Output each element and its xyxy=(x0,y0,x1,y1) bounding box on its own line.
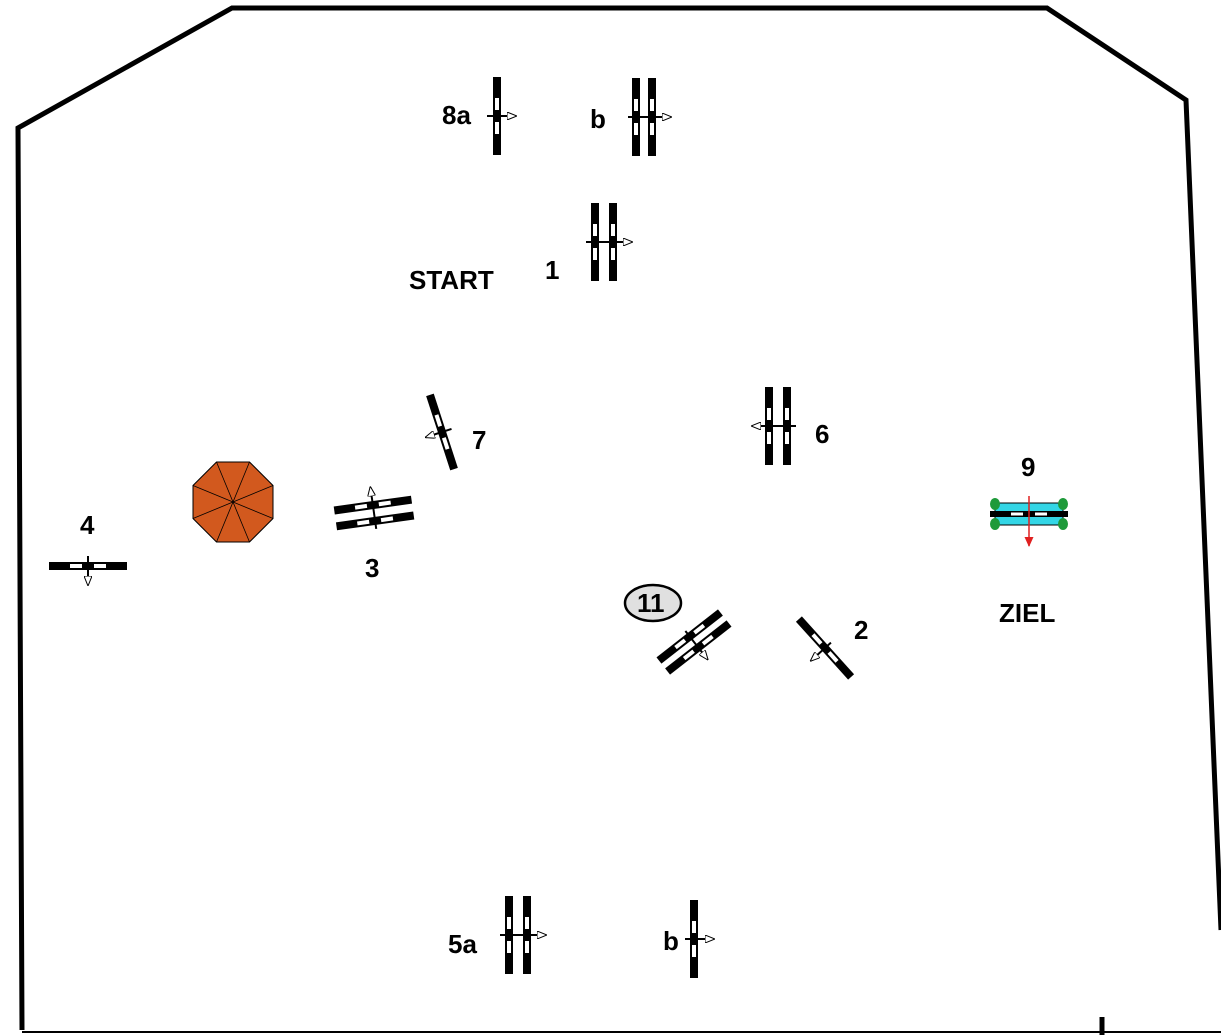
obstacle-3 xyxy=(333,482,415,531)
obstacle-8b-label: b xyxy=(590,104,606,134)
obstacle-7 xyxy=(414,393,458,471)
obstacle-5b-label: b xyxy=(663,926,679,956)
obstacle-4 xyxy=(49,556,127,585)
obstacle-5a xyxy=(500,896,546,974)
obstacle-6 xyxy=(752,387,796,465)
obstacle-11-badge: 11 xyxy=(623,583,683,623)
finish-label: ZIEL xyxy=(999,598,1055,628)
start-label: START xyxy=(409,265,494,295)
obstacle-6-label: 6 xyxy=(815,419,829,449)
obstacle-1-label: 1 xyxy=(545,255,559,285)
octagon-tree-icon xyxy=(192,461,274,543)
obstacle-3-label: 3 xyxy=(365,553,379,583)
obstacle-8b xyxy=(628,78,671,156)
obstacle-5a-label: 5a xyxy=(448,929,477,959)
obstacle-9-label: 9 xyxy=(1021,452,1035,482)
water-jump-icon xyxy=(990,496,1068,547)
obstacle-11 xyxy=(656,609,732,675)
obstacle-8a xyxy=(487,77,516,155)
obstacle-11-label: 11 xyxy=(637,588,665,618)
obstacle-2-label: 2 xyxy=(854,615,868,645)
obstacle-4-label: 4 xyxy=(80,510,95,540)
obstacle-7-label: 7 xyxy=(472,425,486,455)
obstacle-8a-label: 8a xyxy=(442,100,471,130)
obstacle-1 xyxy=(586,203,632,281)
obstacle-2 xyxy=(795,616,855,680)
obstacle-5b xyxy=(685,900,714,978)
